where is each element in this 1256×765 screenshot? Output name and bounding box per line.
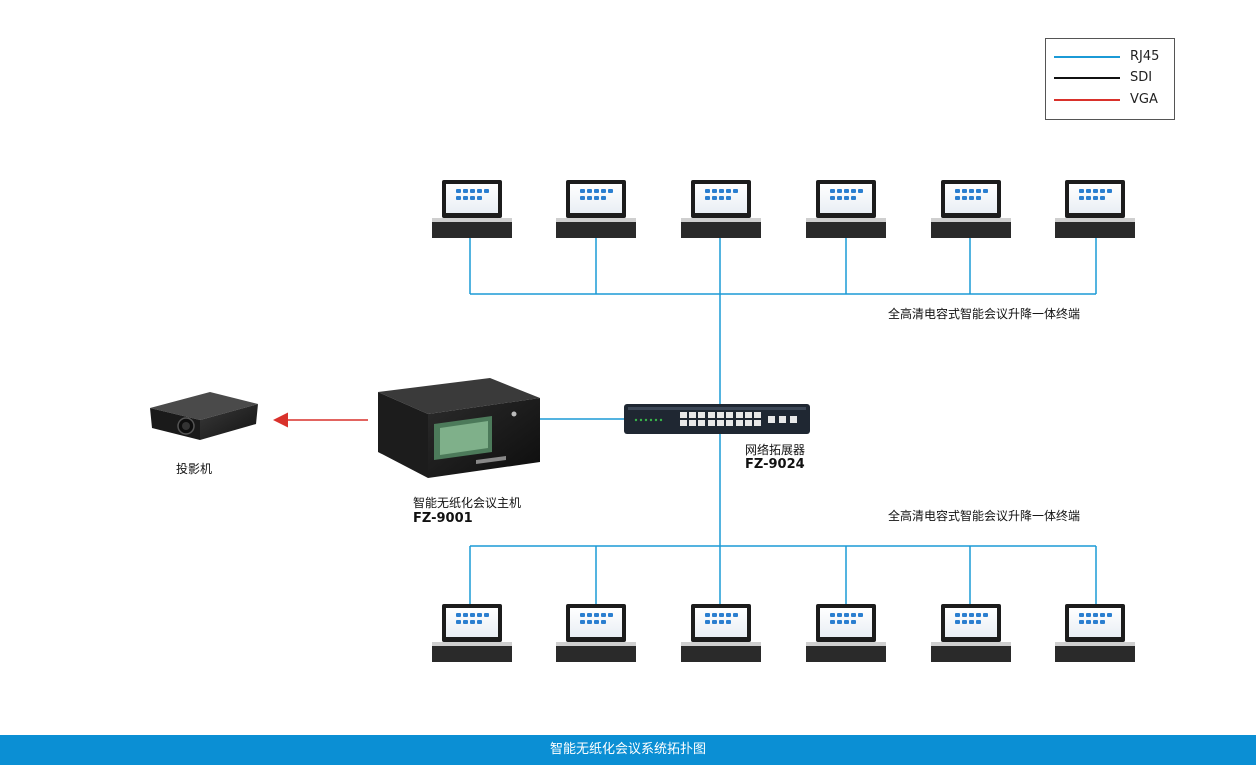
terminal-bottom-1 [432,604,512,662]
host-computer-icon [378,378,540,478]
legend-line-vga [1054,99,1120,101]
terminal-bottom-6 [1055,604,1135,662]
legend-label-vga: VGA [1130,92,1158,107]
footer-title: 智能无纸化会议系统拓扑图 [549,742,706,757]
terminals-bottom [432,604,1135,662]
legend-item-sdi: SDI [1046,68,1176,88]
legend-item-rj45: RJ45 [1046,47,1176,67]
host-name: 智能无纸化会议主机 [413,496,522,510]
host-model: FZ-9001 [413,511,473,526]
terminals-bottom-label: 全高清电容式智能会议升降一体终端 [888,509,1081,523]
terminal-bottom-4 [806,604,886,662]
switch-name: 网络拓展器 [745,443,806,457]
legend-label-sdi: SDI [1130,70,1153,85]
terminals-top [432,180,1135,238]
terminal-bottom-3 [681,604,761,662]
legend-item-vga: VGA [1046,90,1176,110]
terminal-top-2 [556,180,636,238]
terminal-top-6 [1055,180,1135,238]
terminal-bottom-5 [931,604,1011,662]
terminal-top-1 [432,180,512,238]
top-network-lines [469,236,1097,406]
bottom-network-lines [469,434,1097,606]
projector-icon [150,392,258,440]
legend-line-sdi [1054,77,1120,79]
legend-line-rj45 [1054,56,1120,58]
terminal-top-3 [681,180,761,238]
footer-banner: 智能无纸化会议系统拓扑图 [0,735,1256,765]
terminal-top-5 [931,180,1011,238]
terminal-top-4 [806,180,886,238]
network-switch-icon [624,404,810,434]
legend-label-rj45: RJ45 [1130,49,1160,64]
switch-model: FZ-9024 [745,457,805,472]
projector-label: 投影机 [176,462,213,476]
terminal-bottom-2 [556,604,636,662]
legend: RJ45 SDI VGA [1045,38,1175,120]
terminals-top-label: 全高清电容式智能会议升降一体终端 [888,307,1081,321]
